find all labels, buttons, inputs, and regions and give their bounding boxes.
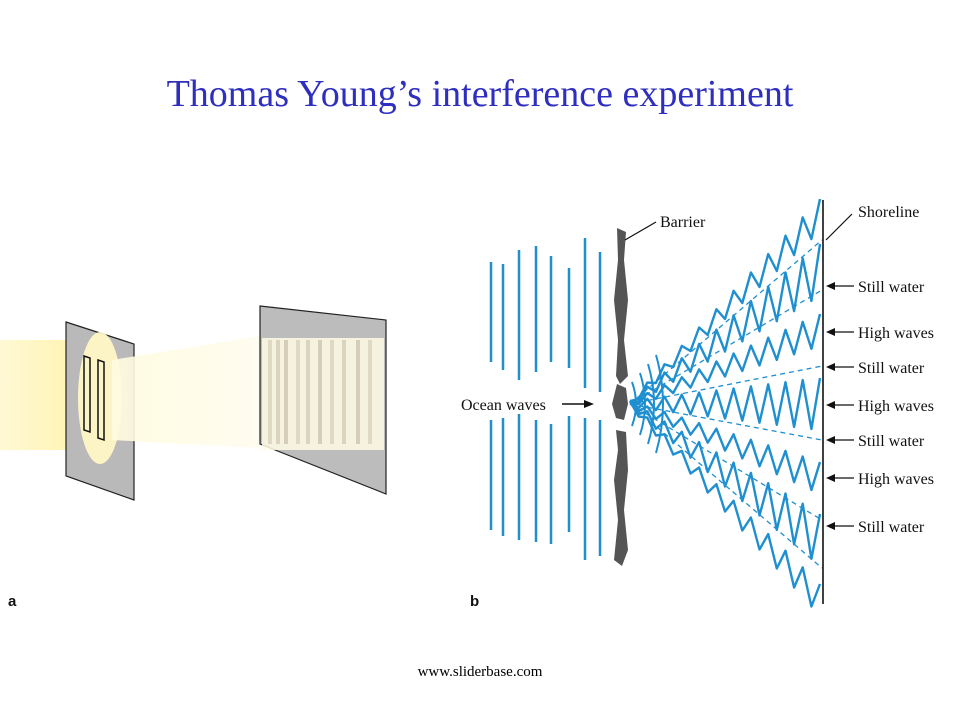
fringe-band [268,340,272,444]
diffracted-beam [112,336,260,448]
interference-wave-pattern [628,198,822,608]
ocean-waves-arrowhead [584,400,594,408]
nodal-line [629,239,823,405]
ocean-wave-lines [489,238,602,560]
shore-label-arrows [826,282,854,530]
interference-zigzag [629,313,822,406]
panel-a [0,305,387,501]
interference-zigzag [628,400,822,608]
slit-1 [83,354,91,434]
interference-zigzag [629,198,822,403]
shoreline-leader [825,213,853,241]
fringe-band [356,340,360,444]
label-arrowhead [826,474,835,482]
shore-label-7: Still water [858,519,925,536]
interference-zigzag [628,400,822,560]
shore-label-4: High waves [858,398,934,415]
label-arrowhead [826,363,835,371]
slit-ripple [647,363,655,445]
slit-ripple [655,354,664,454]
nodal-line [629,403,823,521]
fringe-band [318,340,322,444]
fringe-band [306,340,310,444]
nodal-line [629,365,823,405]
fringe-band [342,340,346,444]
panel-a-letter: a [8,593,17,610]
panel-b [489,198,854,608]
barrier-middle [612,384,628,420]
slide-title: Thomas Young’s interference experiment [166,73,794,115]
incoming-light-beam [0,340,70,450]
panel-b-letter: b [470,593,479,610]
slit-ripple [631,381,637,427]
screen-bright-region [262,338,384,450]
fringe-band [330,340,334,444]
label-arrowhead [826,436,835,444]
shore-label-6: High waves [858,471,934,488]
barrier-label: Barrier [660,214,706,231]
barrier-bottom [614,430,628,566]
nodal-line [629,403,823,569]
nodal-dashed-lines [629,239,823,569]
nodal-line [629,289,823,405]
label-arrowhead [826,328,835,336]
interference-zigzag [629,377,822,431]
label-arrowhead [826,401,835,409]
footer-url: www.sliderbase.com [417,664,543,680]
ocean-waves-label: Ocean waves [461,397,546,414]
interference-fringes [268,340,372,444]
shore-label-2: High waves [858,325,934,342]
label-arrowhead [826,522,835,530]
shoreline-label: Shoreline [858,204,919,221]
shore-label-1: Still water [858,279,925,296]
shore-label-5: Still water [858,433,925,450]
fringe-band [284,340,288,444]
fringe-band [296,340,300,444]
label-arrowhead [826,282,835,290]
fringe-band [368,340,372,444]
interference-zigzag [629,400,822,492]
slit-2 [97,358,105,442]
barrier-top [614,228,628,384]
fringe-band [276,340,280,444]
shore-label-3: Still water [858,360,925,377]
slit-ripple [639,372,646,436]
barrier-leader [624,221,657,241]
nodal-line [629,403,823,441]
